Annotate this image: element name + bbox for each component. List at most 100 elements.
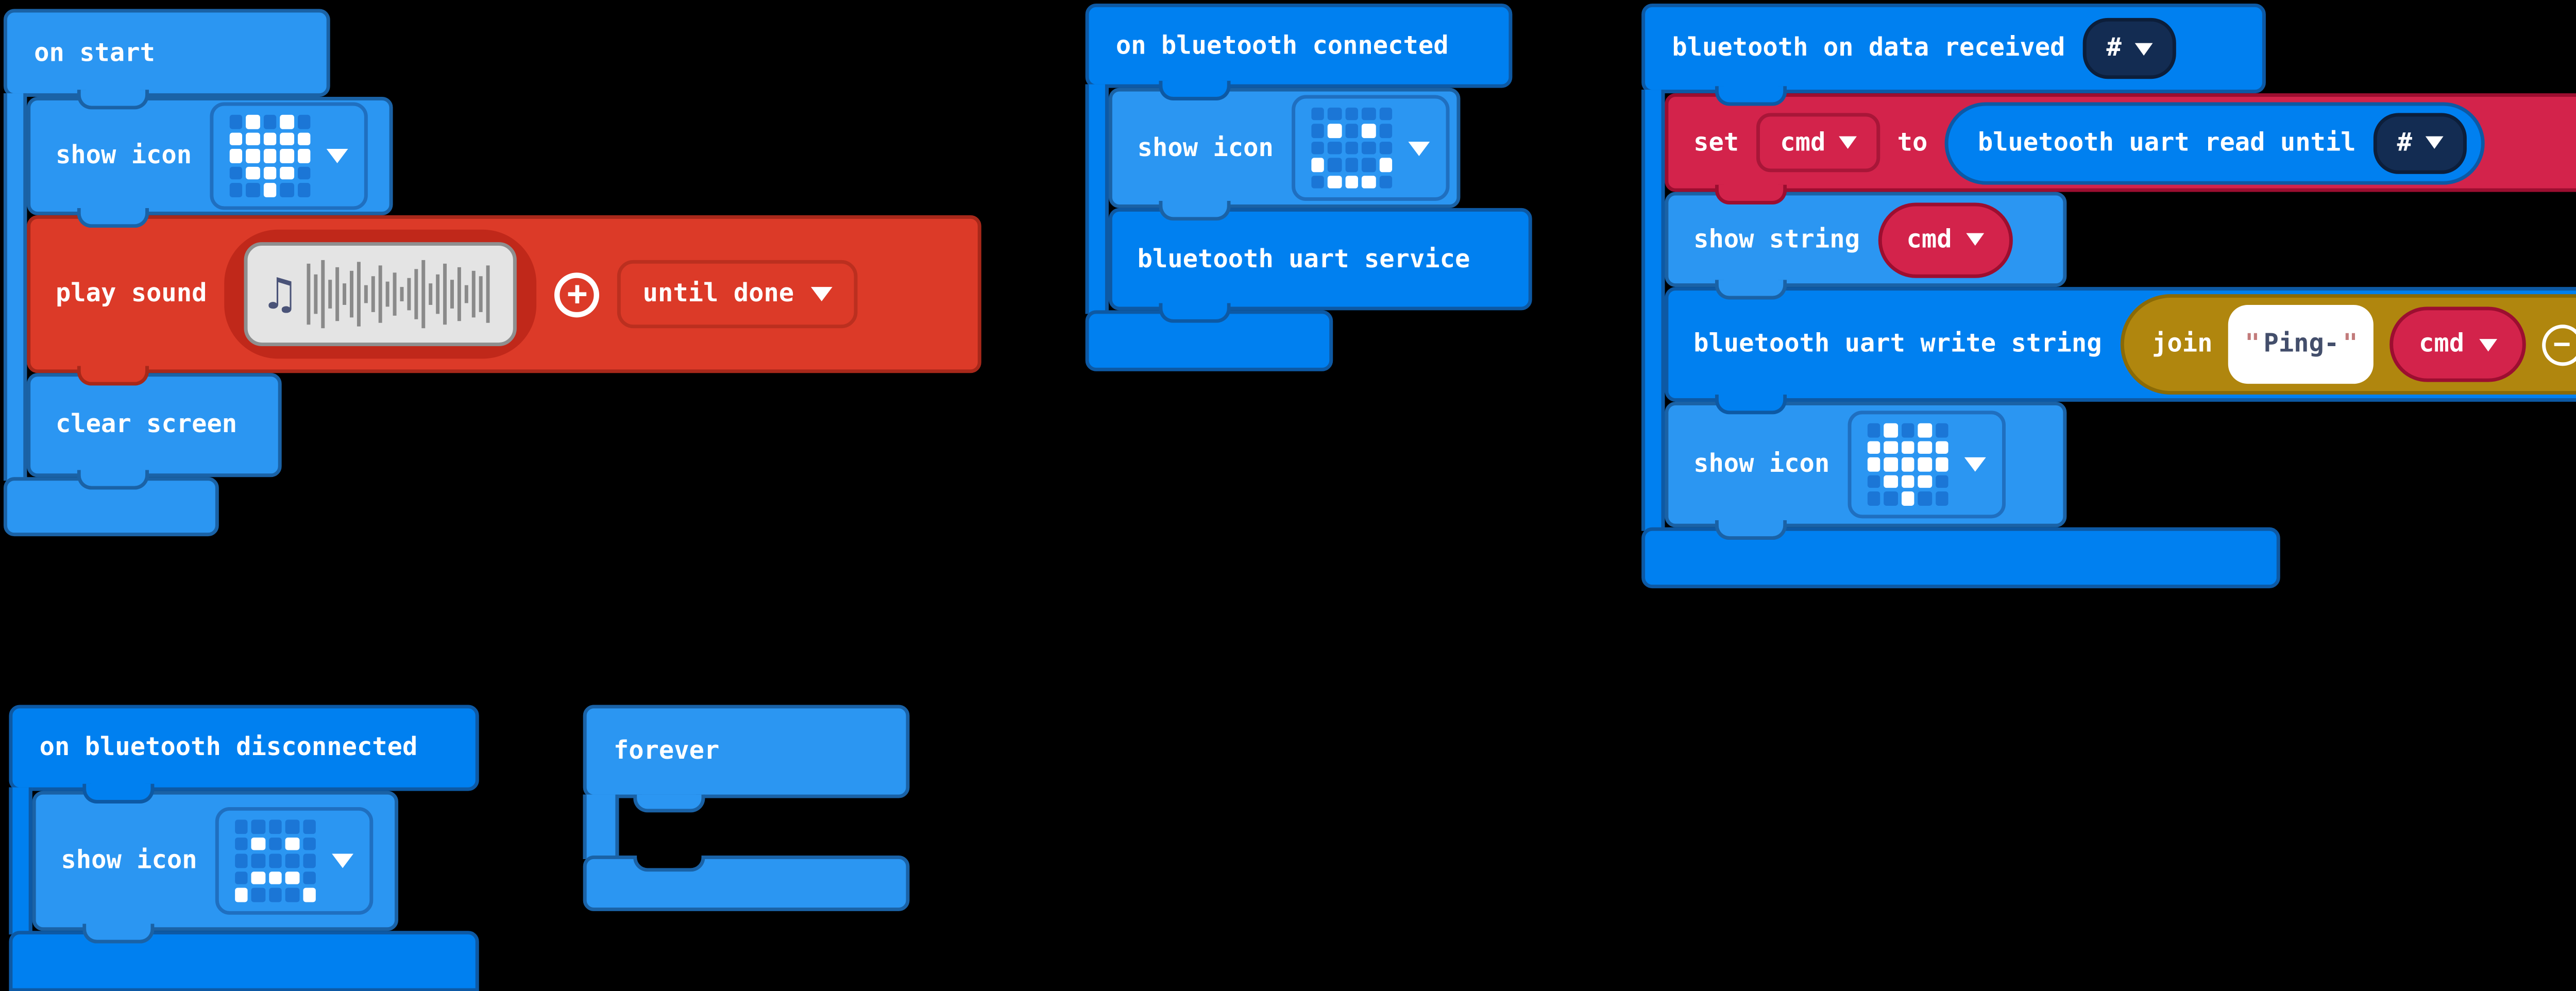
connector-tab <box>1715 280 1787 300</box>
icon-dropdown-field[interactable] <box>215 807 374 915</box>
led-cell <box>1362 124 1376 138</box>
led-cell <box>1867 491 1881 506</box>
waveform-bar <box>435 274 440 314</box>
show-icon-label: show icon <box>1693 450 1830 479</box>
waveform-bar <box>349 270 354 318</box>
c-bottom <box>9 931 479 991</box>
variable-name: cmd <box>1780 128 1826 157</box>
c-bottom <box>583 855 910 911</box>
show-icon-label: show icon <box>61 846 197 876</box>
melody-editor-field[interactable]: ♫ <box>225 229 537 359</box>
waveform-bar <box>471 270 476 318</box>
chevron-down-icon <box>1965 457 1987 472</box>
icon-dropdown-field[interactable] <box>209 102 369 210</box>
delimiter-value: # <box>2397 128 2413 157</box>
bluetooth-uart-write-string-block[interactable]: bluetooth uart write string join " Ping-… <box>1665 287 2576 415</box>
led-cell <box>234 871 248 885</box>
show-icon-label: show icon <box>1137 133 1274 163</box>
bluetooth-on-data-received-block[interactable]: bluetooth on data received # <box>1641 3 2266 106</box>
forever-label: forever <box>613 737 720 766</box>
bluetooth-uart-read-until-reporter[interactable]: bluetooth uart read until # <box>1945 101 2484 184</box>
led-cell <box>1867 440 1881 454</box>
led-cell <box>1935 423 1949 437</box>
led-cell <box>1345 158 1359 172</box>
led-cell <box>263 183 277 197</box>
led-cell <box>1884 491 1898 506</box>
until-done-dropdown[interactable]: until done <box>617 260 857 329</box>
connector-tab <box>1159 200 1231 221</box>
clear-screen-block[interactable]: clear screen <box>27 373 282 490</box>
show-icon-block[interactable]: show icon <box>1108 88 1461 221</box>
led-cell <box>246 132 260 146</box>
on-bluetooth-connected-label: on bluetooth connected <box>1115 31 1449 60</box>
set-variable-block[interactable]: set cmd to bluetooth uart read until # <box>1665 93 2576 204</box>
chevron-down-icon <box>2134 42 2153 55</box>
heart-icon <box>1867 423 1949 506</box>
led-cell <box>302 871 317 885</box>
icon-dropdown-field[interactable] <box>1291 94 1450 201</box>
on-bluetooth-disconnected-block[interactable]: on bluetooth disconnected <box>9 705 479 804</box>
led-cell <box>297 149 311 163</box>
led-cell <box>1379 158 1393 172</box>
led-cell <box>268 871 282 885</box>
string-value: Ping- <box>2263 330 2340 359</box>
led-cell <box>246 149 260 163</box>
led-cell <box>297 115 311 129</box>
led-cell <box>268 854 282 868</box>
variable-name: cmd <box>1906 225 1952 254</box>
remove-slot-button[interactable]: − <box>2541 323 2576 365</box>
cmd-variable-reporter[interactable]: cmd <box>1877 201 2013 277</box>
delimiter-dropdown[interactable]: # <box>2083 18 2176 79</box>
show-icon-block[interactable]: show icon <box>32 791 399 944</box>
waveform-bar <box>342 283 347 305</box>
string-input-field[interactable]: " Ping- " <box>2228 304 2374 384</box>
show-icon-block[interactable]: show icon <box>1665 401 2067 540</box>
to-label: to <box>1897 128 1928 157</box>
led-cell <box>302 820 317 834</box>
led-cell <box>1345 107 1359 121</box>
led-cell <box>268 837 282 851</box>
led-cell <box>263 115 277 129</box>
icon-dropdown-field[interactable] <box>1848 411 2007 518</box>
chevron-down-icon <box>327 149 349 163</box>
c-spine <box>583 794 619 859</box>
delimiter-dropdown[interactable]: # <box>2374 112 2466 174</box>
waveform-bar <box>414 269 419 319</box>
clear-screen-label: clear screen <box>55 411 238 440</box>
led-cell <box>302 888 317 902</box>
led-cell <box>285 837 300 851</box>
led-cell <box>1901 440 1915 454</box>
play-sound-block[interactable]: play sound ♫ + until done <box>27 215 981 386</box>
variable-dropdown[interactable]: cmd <box>1757 113 1879 173</box>
bluetooth-uart-service-block[interactable]: bluetooth uart service <box>1108 208 1532 323</box>
connector-tab <box>1159 80 1231 100</box>
led-cell <box>1867 457 1881 471</box>
chevron-down-icon <box>1838 136 1856 149</box>
close-quote: " <box>2343 330 2358 359</box>
led-cell <box>246 166 260 180</box>
waveform-bar <box>357 262 361 327</box>
waveform-bar <box>457 267 462 321</box>
c-spine <box>1085 84 1109 314</box>
led-cell <box>285 871 300 885</box>
led-cell <box>263 166 277 180</box>
set-label: set <box>1693 128 1739 157</box>
bluetooth-uart-service-label: bluetooth uart service <box>1137 245 1470 274</box>
add-sound-button[interactable]: + <box>555 271 600 317</box>
waveform-bar <box>378 265 383 323</box>
on-start-block[interactable]: on start <box>3 9 330 110</box>
waveform-bar <box>320 260 326 329</box>
forever-block[interactable]: forever <box>583 705 910 798</box>
show-string-block[interactable]: show string cmd <box>1665 192 2067 300</box>
led-cell <box>246 183 260 197</box>
waveform-bar <box>364 285 368 303</box>
led-cell <box>1884 474 1898 489</box>
c-spine <box>9 787 32 935</box>
show-icon-block[interactable]: show icon <box>27 97 393 228</box>
led-cell <box>1328 141 1342 155</box>
waveform-bar <box>464 285 469 303</box>
join-reporter[interactable]: join " Ping- " cmd − + <box>2120 294 2576 395</box>
on-bluetooth-connected-block[interactable]: on bluetooth connected <box>1085 3 1513 100</box>
cmd-variable-reporter[interactable]: cmd <box>2390 306 2526 382</box>
uart-read-until-label: bluetooth uart read until <box>1977 128 2356 157</box>
